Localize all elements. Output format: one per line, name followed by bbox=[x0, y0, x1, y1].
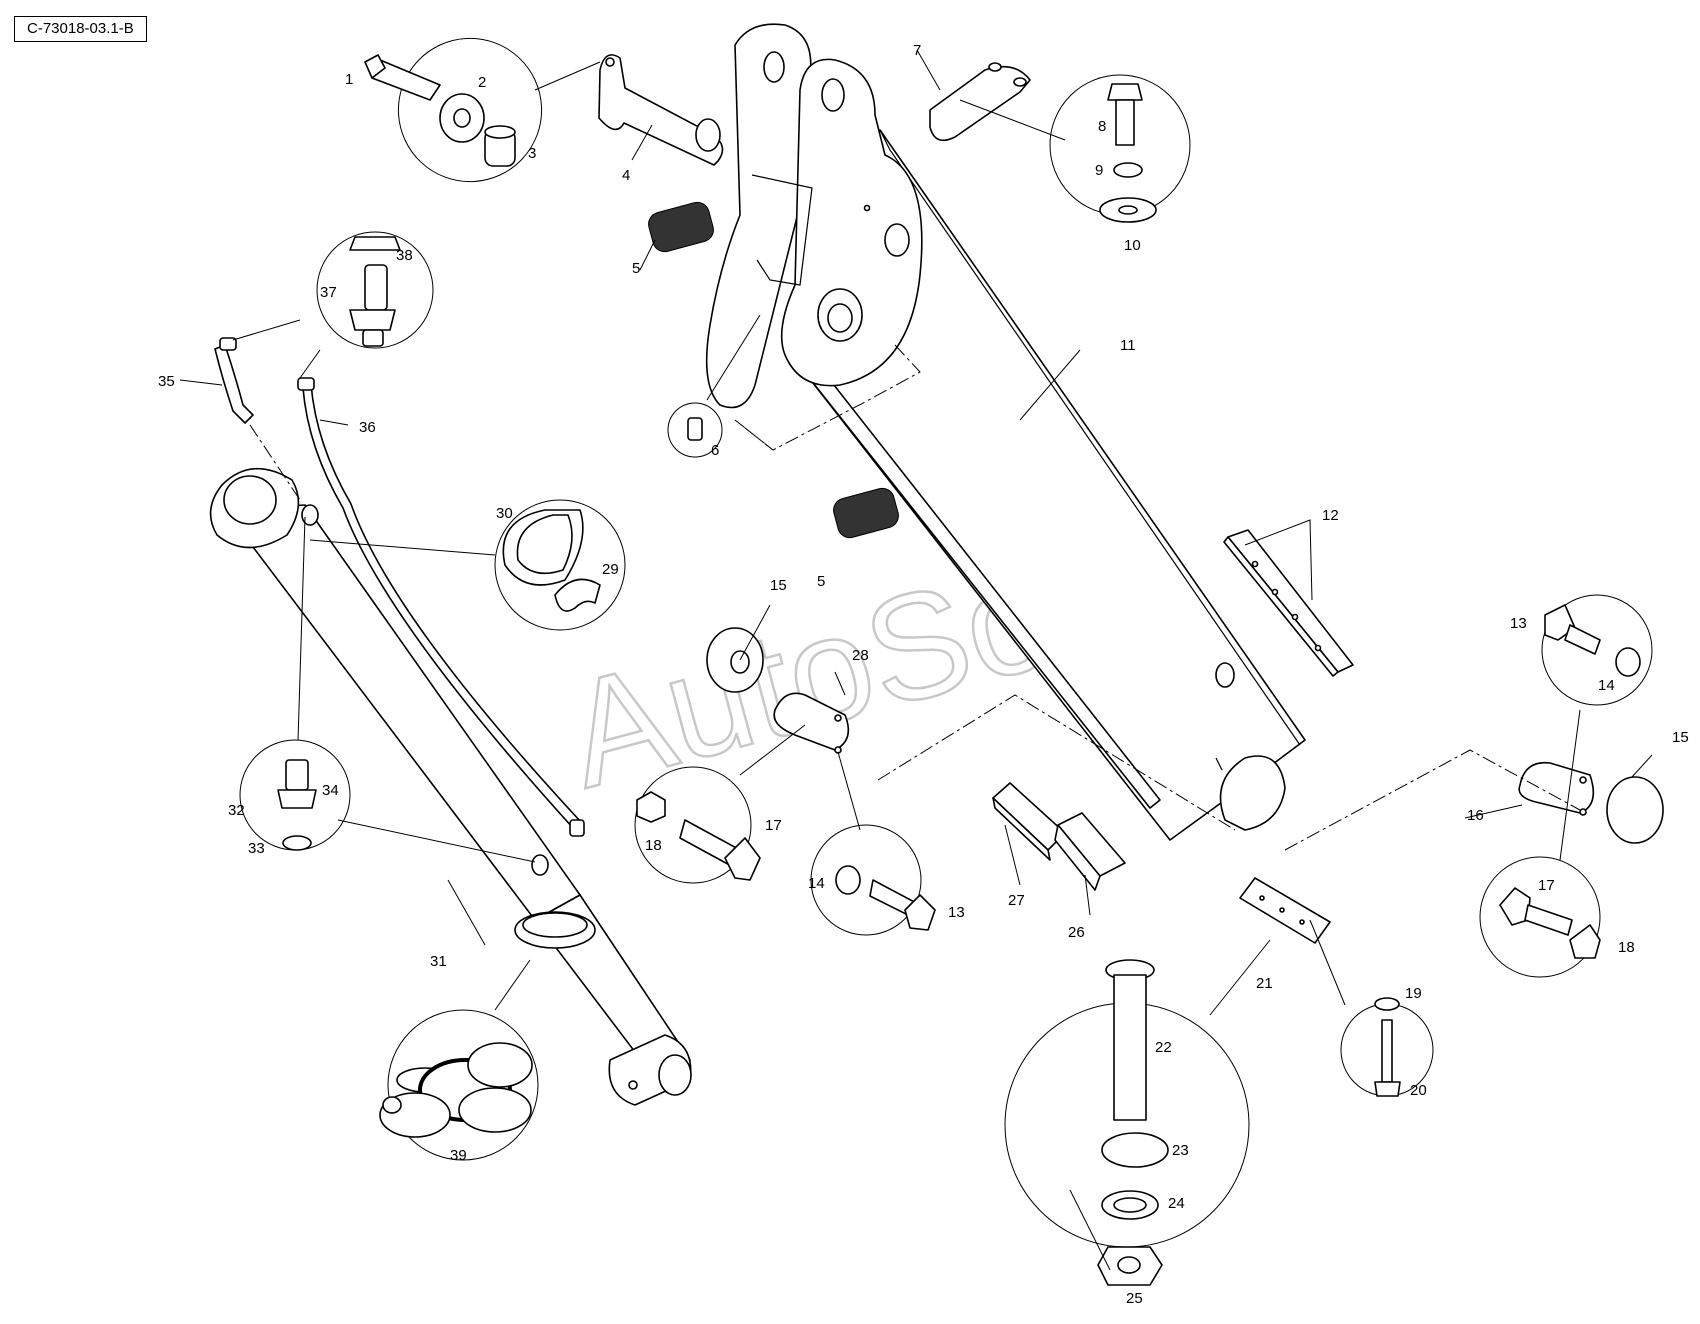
detail-8-9-10 bbox=[1049, 74, 1191, 223]
wear-pads bbox=[992, 782, 1126, 891]
boom-arm bbox=[705, 23, 1306, 841]
callout-14-right: 14 bbox=[1598, 677, 1615, 694]
callout-18-left: 18 bbox=[645, 837, 662, 854]
callout-13-right: 13 bbox=[1510, 615, 1527, 632]
callout-1: 1 bbox=[345, 71, 353, 88]
callout-9: 9 bbox=[1095, 162, 1103, 179]
detail-29-30 bbox=[494, 499, 626, 631]
detail-22-25 bbox=[1004, 959, 1250, 1286]
callout-21: 21 bbox=[1256, 975, 1273, 992]
hydraulic-hoses bbox=[214, 337, 585, 837]
callout-15-left: 15 bbox=[770, 577, 787, 594]
detail-32-33-34 bbox=[239, 739, 351, 851]
callout-37: 37 bbox=[320, 284, 337, 301]
centre-lines bbox=[249, 344, 1581, 851]
callout-35: 35 bbox=[158, 373, 175, 390]
callout-32: 32 bbox=[228, 802, 245, 819]
callout-30: 30 bbox=[496, 505, 513, 522]
detail-13-14-middle bbox=[810, 824, 936, 936]
callout-14-middle: 14 bbox=[808, 875, 825, 892]
callout-28: 28 bbox=[852, 647, 869, 664]
detail-19-20 bbox=[1340, 997, 1434, 1097]
detail-1-2-3 bbox=[364, 37, 543, 183]
callout-15-right: 15 bbox=[1672, 729, 1689, 746]
callout-16: 16 bbox=[1467, 807, 1484, 824]
hydraulic-cylinder bbox=[209, 467, 692, 1106]
callout-27: 27 bbox=[1008, 892, 1025, 909]
callout-4: 4 bbox=[622, 167, 630, 184]
callout-36: 36 bbox=[359, 419, 376, 436]
callout-17-left: 17 bbox=[765, 817, 782, 834]
callout-7: 7 bbox=[913, 42, 921, 59]
callout-22: 22 bbox=[1155, 1039, 1172, 1056]
callout-39: 39 bbox=[450, 1147, 467, 1164]
detail-37-38 bbox=[316, 231, 434, 349]
callout-23: 23 bbox=[1172, 1142, 1189, 1159]
callout-10: 10 bbox=[1124, 237, 1141, 254]
seal-kit bbox=[379, 1009, 539, 1161]
callout-8: 8 bbox=[1098, 118, 1106, 135]
callout-33: 33 bbox=[248, 840, 265, 857]
callout-19: 19 bbox=[1405, 985, 1422, 1002]
detail-13-14-right bbox=[1541, 594, 1653, 706]
callout-13-middle: 13 bbox=[948, 904, 965, 921]
leader-lines bbox=[179, 49, 1653, 1271]
callout-3: 3 bbox=[528, 145, 536, 162]
callout-25: 25 bbox=[1126, 1290, 1143, 1307]
callout-38: 38 bbox=[396, 247, 413, 264]
callout-26: 26 bbox=[1068, 924, 1085, 941]
callout-5-upper: 5 bbox=[632, 260, 640, 277]
detail-17-18-right bbox=[1479, 856, 1601, 978]
callout-31: 31 bbox=[430, 953, 447, 970]
callout-29: 29 bbox=[602, 561, 619, 578]
detail-17-18-left bbox=[634, 766, 761, 884]
callout-17-right: 17 bbox=[1538, 877, 1555, 894]
callout-labels: 1 2 3 4 5 5 6 7 8 9 10 11 12 13 13 14 14… bbox=[158, 42, 1689, 1307]
washer-15-left bbox=[706, 627, 764, 693]
bracket bbox=[929, 62, 1031, 142]
drawing-reference-code: C-73018-03.1-B bbox=[14, 16, 147, 42]
mounting-plate bbox=[1239, 877, 1331, 944]
wear-strip bbox=[1223, 529, 1354, 677]
callout-5-lower: 5 bbox=[817, 573, 825, 590]
callout-24: 24 bbox=[1168, 1195, 1185, 1212]
callout-20: 20 bbox=[1410, 1082, 1427, 1099]
washer-15-right bbox=[1606, 776, 1664, 844]
grease-nipple bbox=[667, 402, 723, 458]
pivot-pin bbox=[598, 54, 724, 166]
bearing-sleeve-upper bbox=[648, 201, 714, 253]
callout-2: 2 bbox=[478, 74, 486, 91]
bearing-sleeve-lower bbox=[833, 487, 899, 539]
callout-34: 34 bbox=[322, 782, 339, 799]
pin-housing-right bbox=[1518, 761, 1595, 816]
callout-6: 6 bbox=[711, 442, 719, 459]
callout-12: 12 bbox=[1322, 507, 1339, 524]
callout-11: 11 bbox=[1120, 337, 1136, 354]
callout-18-right: 18 bbox=[1618, 939, 1635, 956]
